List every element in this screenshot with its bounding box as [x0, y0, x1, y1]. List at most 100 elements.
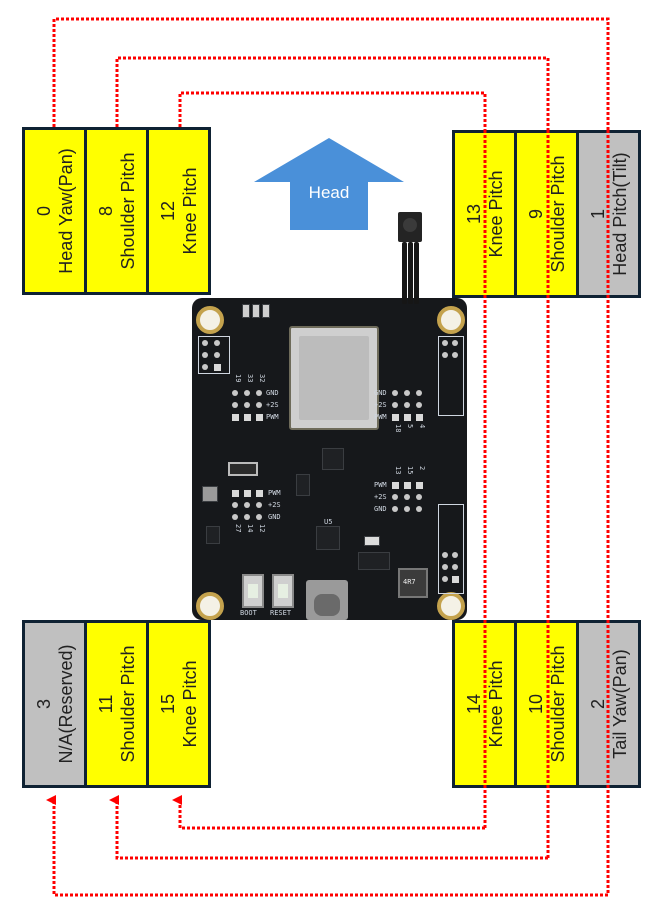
pin-label-5: 5	[406, 424, 414, 429]
servo-pin	[392, 482, 399, 489]
servo-pin	[232, 414, 239, 421]
servo-channel: 12	[157, 200, 178, 222]
servo-pin	[256, 414, 263, 421]
head-direction-arrow	[254, 138, 404, 230]
servo-joint-name: Head Yaw(Pan)	[55, 148, 76, 274]
servo-pin	[392, 402, 398, 408]
header-pin	[452, 552, 458, 558]
boot-button[interactable]	[242, 574, 264, 608]
pin-label-4: 4	[418, 424, 426, 429]
reset-label: RESET	[270, 609, 292, 617]
servo-pin	[256, 502, 262, 508]
reset-button[interactable]	[272, 574, 294, 608]
ic-u5	[316, 526, 340, 550]
header-pin	[442, 576, 448, 582]
pin-label-14: 14	[246, 524, 254, 533]
servo-joint-name: Shoulder Pitch	[117, 645, 138, 763]
header-pin	[214, 340, 220, 346]
servo-channel: 13	[463, 203, 484, 225]
servo-channel: 15	[157, 693, 178, 715]
capacitor	[262, 304, 270, 318]
servo-channel: 3	[33, 699, 54, 710]
servo-joint-name: Shoulder Pitch	[547, 155, 568, 273]
pin-label-32: 32	[258, 374, 266, 383]
row-label-pwm: PWM	[374, 413, 387, 421]
servo-joint-name: Tail Yaw(Pan)	[609, 649, 630, 759]
voltage-regulator	[358, 552, 390, 570]
servo-pin	[404, 402, 410, 408]
pin-label-33: 33	[246, 374, 254, 383]
header-pin	[452, 576, 459, 583]
row-label-2s: +2S	[374, 493, 387, 501]
volume-potentiometer	[202, 486, 218, 502]
row-label-pwm: PWM	[374, 481, 387, 489]
servo-pin	[244, 514, 250, 520]
row-label-gnd: GND	[266, 389, 279, 397]
pin-label-27: 27	[234, 524, 242, 533]
header-pin	[452, 340, 458, 346]
capacitor	[252, 304, 260, 318]
header-i2c-uart1	[438, 336, 464, 416]
servo-joint-name: Knee Pitch	[485, 660, 506, 748]
servo-channel: 8	[95, 205, 116, 217]
servo-channel: 11	[95, 694, 116, 714]
inductor-label: 4R7	[403, 578, 416, 586]
servo-pin	[416, 482, 423, 489]
wire-top-inner	[178, 91, 487, 130]
servo-channel: 10	[525, 693, 546, 715]
servo-pin	[244, 414, 251, 421]
servo-pin	[416, 390, 422, 396]
ic-u4	[322, 448, 344, 470]
servo-pin	[392, 506, 398, 512]
arrow-shape	[254, 138, 404, 230]
pin-label-12: 12	[258, 524, 266, 533]
pin-label-15: 15	[406, 466, 414, 475]
regulator-ic	[296, 474, 310, 496]
mounting-hole-top-left	[196, 306, 224, 334]
heatsink-regulator	[364, 536, 380, 546]
servo-joint-name: Knee Pitch	[485, 170, 506, 258]
label-u5: U5	[324, 518, 333, 526]
header-pin	[442, 352, 448, 358]
mounting-hole-bottom-right	[437, 592, 465, 620]
servo-pin	[256, 390, 262, 396]
servo-joint-name: Knee Pitch	[179, 660, 200, 748]
servo-pin	[256, 514, 262, 520]
ir-receiver	[398, 212, 422, 242]
servo-pin	[244, 402, 250, 408]
ir-receiver-lead	[408, 242, 413, 304]
ir-receiver-lead	[402, 242, 407, 304]
servo-pin	[232, 402, 238, 408]
servo-pin	[404, 494, 410, 500]
mounting-hole-bottom-left	[196, 592, 224, 620]
servo-pin	[392, 390, 398, 396]
header-pin	[452, 564, 458, 570]
inductor-4r7	[398, 568, 428, 598]
amplifier-ic	[206, 526, 220, 544]
header-pin	[202, 340, 208, 346]
servo-channel: 9	[525, 208, 546, 220]
wire-bottom-outer	[46, 795, 608, 897]
usb-c-port[interactable]	[306, 580, 348, 620]
servo-pin	[404, 390, 410, 396]
servo-pin	[256, 490, 263, 497]
servo-pin	[232, 490, 239, 497]
header-pin	[214, 364, 221, 371]
servo-pin	[244, 490, 251, 497]
servo-pin	[232, 514, 238, 520]
servo-joint-name: Head Pitch(Tilt)	[609, 152, 630, 276]
servo-joint-name: Shoulder Pitch	[117, 152, 138, 270]
pin-label-18: 18	[394, 424, 402, 433]
